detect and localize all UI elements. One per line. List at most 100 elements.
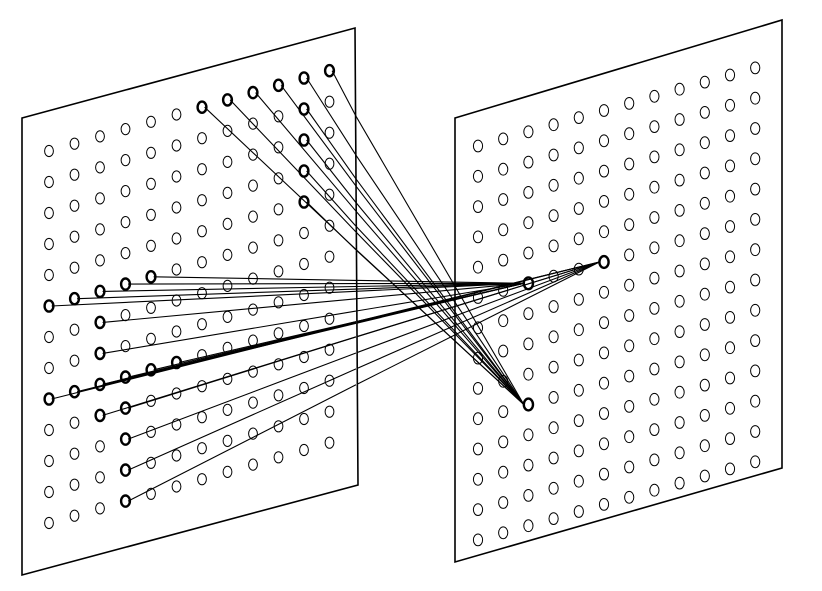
output-node — [649, 332, 660, 346]
input-node — [248, 210, 258, 223]
output-node — [498, 223, 509, 237]
output-layer-plane — [454, 18, 783, 564]
output-node — [573, 414, 584, 428]
input-source-node — [119, 432, 132, 446]
output-node — [498, 253, 509, 267]
input-node — [273, 110, 284, 123]
output-node — [649, 302, 660, 315]
output-node — [523, 337, 534, 351]
output-node — [573, 505, 584, 518]
input-node — [197, 411, 207, 424]
output-node — [699, 318, 710, 331]
output-node — [472, 139, 484, 153]
output-node — [750, 152, 761, 166]
output-node — [598, 195, 610, 208]
output-node — [624, 127, 635, 141]
output-node — [699, 287, 710, 301]
output-node — [699, 196, 710, 210]
output-node — [548, 512, 559, 525]
output-node — [674, 294, 685, 308]
output-node — [624, 339, 635, 353]
output-node — [699, 409, 710, 422]
output-node — [472, 200, 484, 214]
output-node — [573, 141, 584, 155]
input-source-node — [298, 102, 310, 116]
input-node — [222, 279, 233, 292]
input-node — [146, 301, 156, 314]
output-node — [573, 353, 584, 367]
output-node — [598, 498, 610, 511]
input-node — [69, 261, 80, 274]
connection-line-front — [102, 321, 357, 385]
output-node — [750, 273, 761, 287]
output-node — [699, 348, 710, 362]
output-layer-nodes — [472, 61, 761, 547]
input-node — [222, 248, 233, 261]
connection-lines-front — [51, 70, 357, 502]
connection-line-front — [153, 276, 357, 281]
output-node — [699, 75, 710, 89]
output-node — [674, 416, 685, 429]
input-node — [69, 447, 80, 460]
input-node — [248, 241, 258, 254]
input-node — [69, 168, 80, 181]
output-node — [674, 476, 685, 490]
output-node — [750, 91, 761, 105]
output-node — [472, 260, 484, 274]
output-node — [674, 264, 685, 278]
input-node — [120, 154, 131, 167]
input-node — [197, 132, 207, 145]
output-node — [523, 428, 534, 442]
output-node — [472, 412, 484, 426]
output-node — [724, 311, 736, 324]
output-node — [699, 106, 710, 119]
input-node — [197, 256, 207, 269]
output-node — [573, 383, 584, 397]
output-node — [498, 526, 509, 540]
output-node — [699, 136, 710, 150]
output-node — [573, 232, 584, 246]
output-node — [649, 120, 660, 133]
output-node — [674, 234, 685, 248]
connection-line-front — [229, 99, 357, 233]
output-node — [624, 400, 635, 413]
input-node — [69, 199, 80, 212]
connection-line-front — [127, 384, 357, 502]
output-node — [598, 104, 610, 117]
input-node — [146, 332, 156, 345]
input-node — [171, 201, 182, 214]
output-target-node — [522, 397, 535, 412]
output-node — [750, 182, 761, 196]
input-source-node — [119, 494, 132, 508]
output-node — [498, 435, 509, 449]
input-node — [324, 188, 335, 201]
output-node — [472, 533, 484, 547]
output-node — [548, 239, 559, 253]
output-node — [724, 341, 736, 355]
connection-line-front — [102, 310, 357, 354]
input-node — [146, 239, 156, 252]
input-node — [146, 208, 156, 221]
output-node — [548, 300, 559, 313]
output-node — [624, 97, 635, 110]
output-node — [548, 209, 559, 223]
output-node — [750, 61, 761, 75]
connection-line-front — [306, 108, 357, 180]
input-node — [273, 451, 284, 464]
connection-line-front — [306, 77, 357, 156]
input-node — [324, 157, 335, 170]
output-node — [548, 481, 559, 495]
input-node — [197, 473, 207, 486]
input-source-node — [119, 463, 132, 477]
input-node — [95, 254, 105, 267]
output-node — [699, 227, 710, 241]
output-node — [750, 243, 761, 257]
input-node — [44, 237, 54, 251]
input-node — [146, 146, 156, 159]
output-node — [724, 220, 736, 233]
input-node — [69, 323, 80, 336]
input-node — [273, 265, 284, 278]
input-node — [171, 108, 182, 121]
input-node — [222, 434, 233, 447]
input-node — [197, 318, 207, 331]
